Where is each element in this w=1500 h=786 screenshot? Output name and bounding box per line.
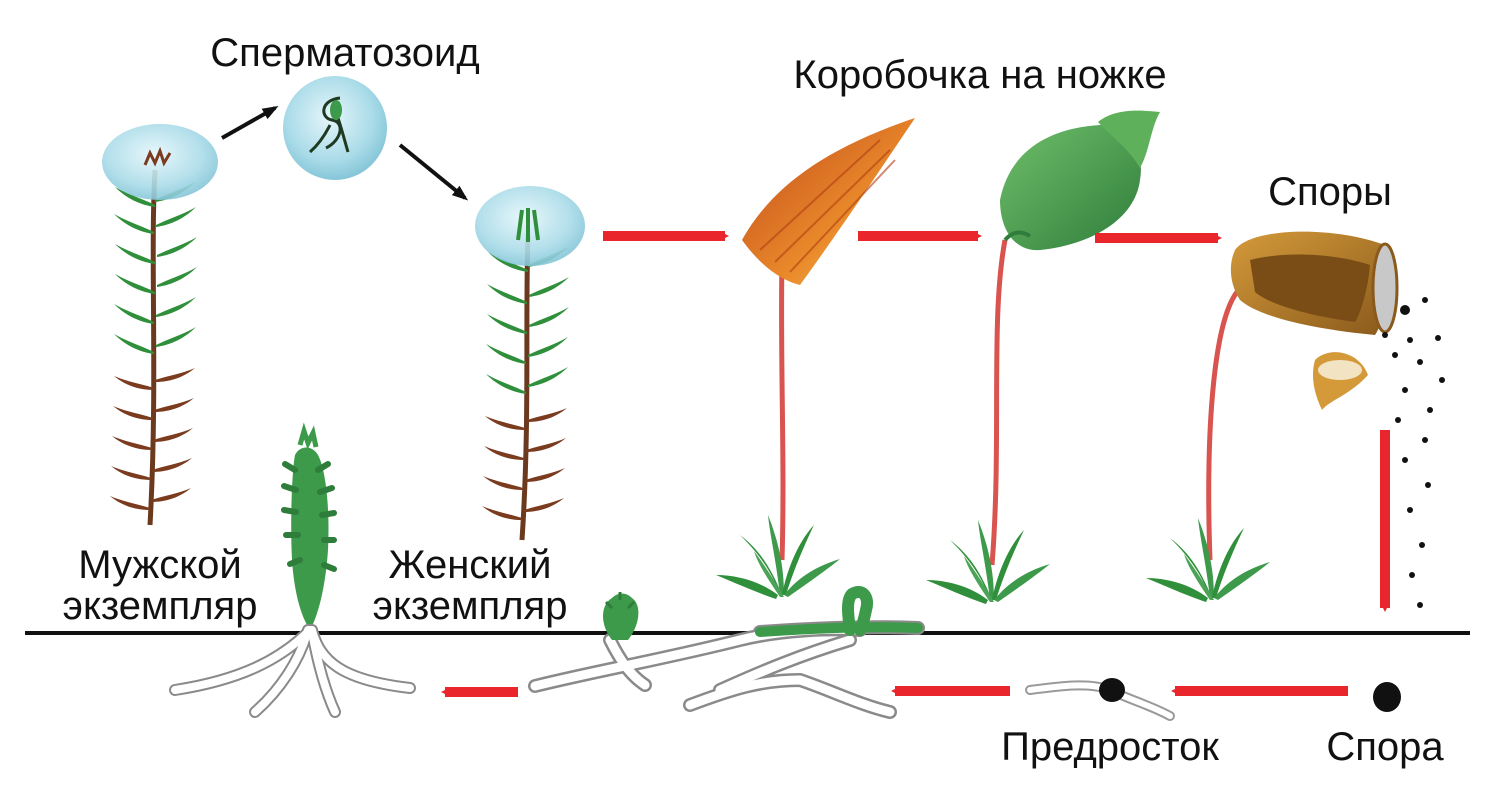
sporophyte-capsule-icon (742, 118, 915, 285)
spore-icon (1373, 682, 1401, 712)
open-capsule-sporophyte (1146, 231, 1399, 602)
protonema-thread-icon (1025, 678, 1175, 721)
label-male-line2: экземпляр (62, 584, 258, 628)
sperm-cell-icon (283, 76, 387, 180)
green-capsule-sporophyte (926, 110, 1160, 604)
label-female-line1: Женский (388, 543, 552, 587)
label-spores: Споры (1268, 170, 1392, 214)
female-plant (475, 186, 585, 541)
moss-bud-icon (603, 592, 639, 640)
label-spore: Спора (1326, 725, 1444, 769)
label-sperm: Сперматозоид (210, 31, 480, 75)
label-capsule: Коробочка на ножке (793, 53, 1167, 97)
water-drop-icon (102, 124, 218, 200)
young-sporophyte (716, 118, 915, 599)
sporophyte-capsule-icon (1000, 110, 1160, 251)
label-protonema: Предросток (1001, 725, 1219, 769)
rhizoids (169, 624, 416, 718)
protonema-network (528, 586, 925, 719)
falling-spores (1382, 297, 1445, 608)
arrow-male-to-sperm (221, 106, 279, 140)
label-female-line2: экземпляр (372, 584, 568, 628)
sporophyte-capsule-icon (1230, 231, 1399, 335)
moss-shoot-icon (281, 422, 337, 630)
arrow-sperm-to-female (398, 143, 469, 201)
label-male-line1: Мужской (78, 543, 242, 587)
male-plant (102, 124, 218, 526)
